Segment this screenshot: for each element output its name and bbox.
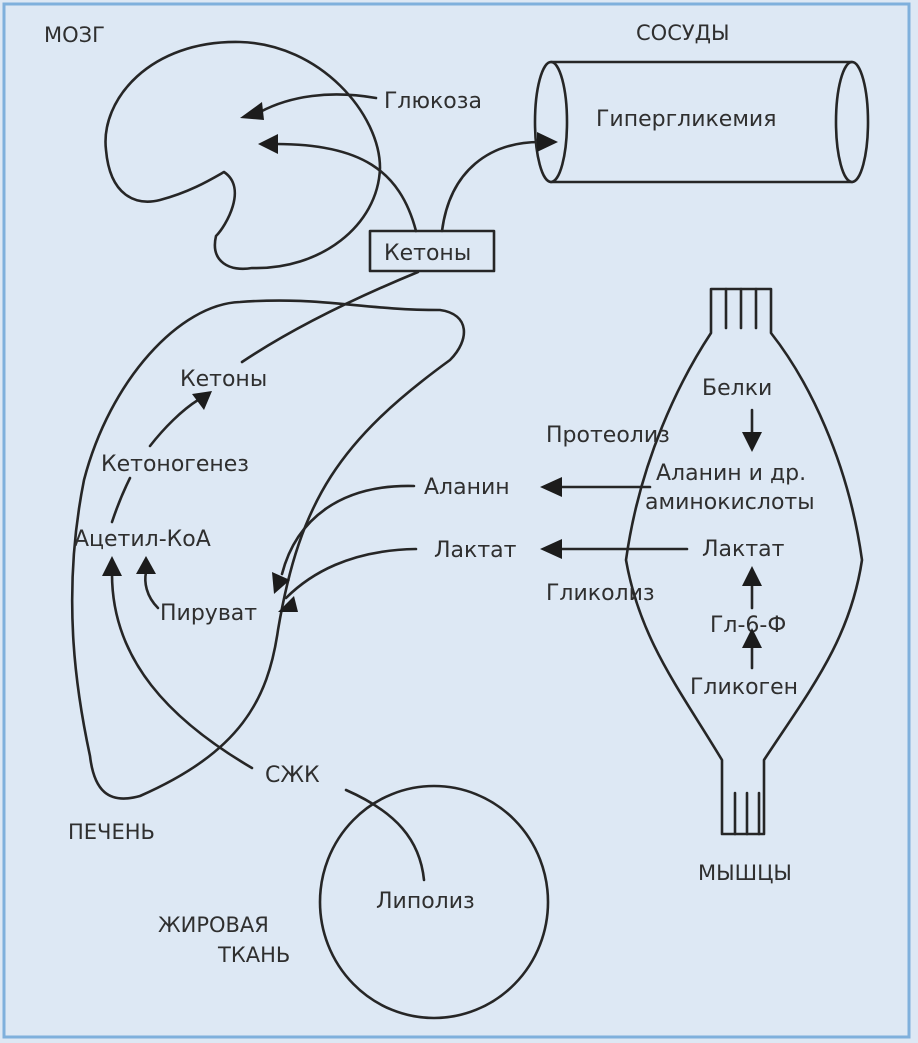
lactate-to-pyruvate-arrow	[284, 547, 418, 600]
liver-organ: ПЕЧЕНЬ	[68, 299, 466, 844]
lactate-muscle-arrowhead	[540, 539, 562, 559]
glucose-arrowhead	[240, 102, 264, 120]
glycogen-arrowhead	[742, 628, 762, 648]
muscle-outline	[624, 287, 864, 836]
muscle-organ: МЫШЦЫ	[624, 287, 864, 885]
proteins-label: Белки	[702, 376, 772, 401]
pyruvate-to-acetylcoa-arrow	[144, 570, 160, 610]
adipose-caption-line2: ТКАНЬ	[217, 943, 290, 967]
ketogenesis-to-ketones-arrow	[148, 398, 200, 448]
vessels-organ: СОСУДЫ Гипергликемия	[533, 21, 870, 184]
ketones-brain-arrowhead	[258, 134, 278, 154]
glycolysis-label: Гликолиз	[546, 581, 655, 606]
alanine-to-pyruvate-arrow	[280, 484, 416, 576]
alanine-pyruvate-arrowhead	[272, 572, 290, 594]
glucose-to-brain-arrow	[258, 93, 378, 114]
alanine-muscle-label-line2: аминокислоты	[645, 490, 815, 515]
hyperglycemia-label: Гипергликемия	[596, 107, 776, 132]
ketogenesis-label: Кетоногенез	[101, 452, 249, 477]
g6p-label: Гл-6-Ф	[710, 613, 786, 638]
glucose-label: Глюкоза	[384, 89, 482, 114]
brain-organ: МОЗГ	[44, 23, 382, 271]
pyruvate-arrowhead	[136, 556, 156, 574]
adipose-outline	[318, 784, 550, 1020]
alanine-muscle-arrowhead	[540, 477, 562, 497]
ffa-acetylcoa-arrowhead	[102, 556, 122, 576]
adipose-caption-line1: ЖИРОВАЯ	[158, 913, 269, 937]
acetylcoa-to-ketogenesis-line	[110, 476, 132, 524]
ffa-label: СЖК	[265, 763, 320, 788]
lactate-muscle-label: Лактат	[702, 537, 785, 562]
muscle-caption: МЫШЦЫ	[698, 861, 792, 885]
adipose-organ: ЖИРОВАЯ ТКАНЬ	[158, 784, 550, 1020]
ketogenesis-arrowhead	[192, 391, 212, 410]
liver-ketones-to-box-line	[240, 270, 420, 364]
ketones-box-label: Кетоны	[384, 241, 471, 266]
ffa-to-acetylcoa-arrow	[110, 572, 254, 770]
liver-caption: ПЕЧЕНЬ	[68, 820, 155, 844]
brain-outline	[104, 40, 382, 271]
proteins-arrowhead	[742, 432, 762, 452]
lactate-blood-label: Лактат	[434, 538, 517, 563]
acetyl-coa-label: Ацетил-КоА	[74, 527, 211, 552]
glycogen-label: Гликоген	[690, 675, 798, 700]
liver-outline	[70, 299, 466, 800]
lipolysis-label: Липолиз	[376, 889, 475, 914]
g6p-arrowhead	[742, 566, 762, 586]
alanine-muscle-label-line1: Аланин и др.	[656, 461, 806, 486]
ketones-box	[368, 229, 496, 273]
ketones-vessels-arrowhead	[537, 132, 558, 152]
proteolysis-label: Протеолиз	[546, 423, 670, 448]
brain-caption: МОЗГ	[44, 23, 105, 47]
ketones-to-brain-arrow	[274, 142, 418, 233]
lactate-pyruvate-arrowhead	[278, 596, 298, 612]
ketones-to-vessels-arrow	[440, 140, 542, 233]
lipolysis-to-ffa-line	[344, 788, 426, 882]
alanine-blood-label: Аланин	[424, 475, 510, 500]
vessels-caption: СОСУДЫ	[636, 21, 730, 45]
liver-ketones-label: Кетоны	[180, 367, 267, 392]
pyruvate-label: Пируват	[160, 601, 257, 626]
vessel-left-end	[533, 60, 569, 184]
vessel-right-end	[834, 60, 870, 184]
